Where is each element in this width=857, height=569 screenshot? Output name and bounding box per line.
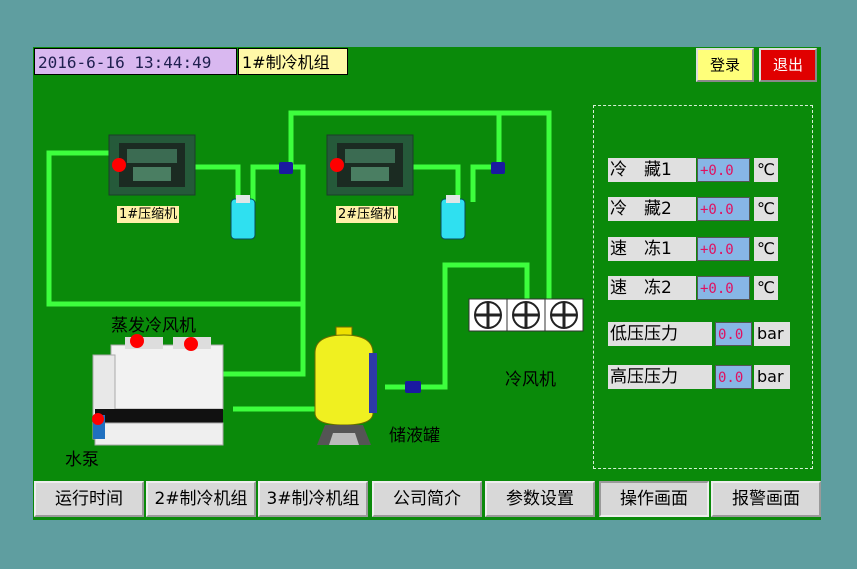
water-pump-label: 水泵 <box>65 450 99 470</box>
air-cooler-fans[interactable] <box>468 298 584 332</box>
param-unit: ℃ <box>754 237 778 261</box>
param-unit: ℃ <box>754 197 778 221</box>
compressor-1-alarm-indicator <box>112 158 126 172</box>
param-unit: ℃ <box>754 276 778 300</box>
param-value: +0.0 <box>697 197 750 221</box>
oil-separator-2 <box>440 195 466 240</box>
pipe-network <box>46 110 552 412</box>
compressor-2-alarm-indicator <box>330 158 344 172</box>
param-label: 高压压力 <box>608 365 712 389</box>
param-value: +0.0 <box>697 237 750 261</box>
nav-unit-3-button[interactable]: 3#制冷机组 <box>258 481 368 517</box>
compressor-1[interactable] <box>108 134 196 196</box>
login-button[interactable]: 登录 <box>696 48 754 82</box>
nav-parameter-settings-button[interactable]: 参数设置 <box>485 481 595 517</box>
nav-company-info-button[interactable]: 公司简介 <box>372 481 482 517</box>
hmi-screen: 2016-6-16 13:44:49 1#制冷机组 登录 退出 1#压缩机 2#… <box>33 47 821 520</box>
evaporative-condenser-label: 蒸发冷风机 <box>111 316 196 336</box>
nav-operation-screen-button[interactable]: 操作画面 <box>599 481 709 517</box>
nav-runtime-button[interactable]: 运行时间 <box>34 481 144 517</box>
param-value: +0.0 <box>697 276 750 300</box>
process-diagram <box>46 110 584 446</box>
unit-title: 1#制冷机组 <box>238 48 348 75</box>
air-cooler-label: 冷风机 <box>505 370 556 390</box>
param-unit: bar <box>754 322 790 346</box>
param-label: 低压压力 <box>608 322 712 346</box>
param-unit: bar <box>754 365 790 389</box>
datetime-display: 2016-6-16 13:44:49 <box>34 48 237 75</box>
pump-alarm-indicator <box>92 413 104 425</box>
evaporative-condenser[interactable] <box>92 334 224 446</box>
liquid-receiver-tank[interactable] <box>314 326 377 445</box>
param-value: 0.0 <box>715 322 752 346</box>
compressor-2[interactable] <box>326 134 414 196</box>
oil-separator-1 <box>230 195 256 240</box>
parameter-panel <box>593 105 813 469</box>
param-label: 速 冻2 <box>608 276 696 300</box>
param-label: 冷 藏1 <box>608 158 696 182</box>
param-value: 0.0 <box>715 365 752 389</box>
compressor-2-label: 2#压缩机 <box>336 206 399 223</box>
exit-button[interactable]: 退出 <box>759 48 817 82</box>
liquid-receiver-label: 储液罐 <box>389 426 440 446</box>
compressor-1-label: 1#压缩机 <box>117 206 180 223</box>
nav-alarm-screen-button[interactable]: 报警画面 <box>711 481 821 517</box>
param-unit: ℃ <box>754 158 778 182</box>
param-label: 速 冻1 <box>608 237 696 261</box>
param-label: 冷 藏2 <box>608 197 696 221</box>
param-value: +0.0 <box>697 158 750 182</box>
valve-icon[interactable] <box>279 162 505 393</box>
nav-unit-2-button[interactable]: 2#制冷机组 <box>146 481 256 517</box>
